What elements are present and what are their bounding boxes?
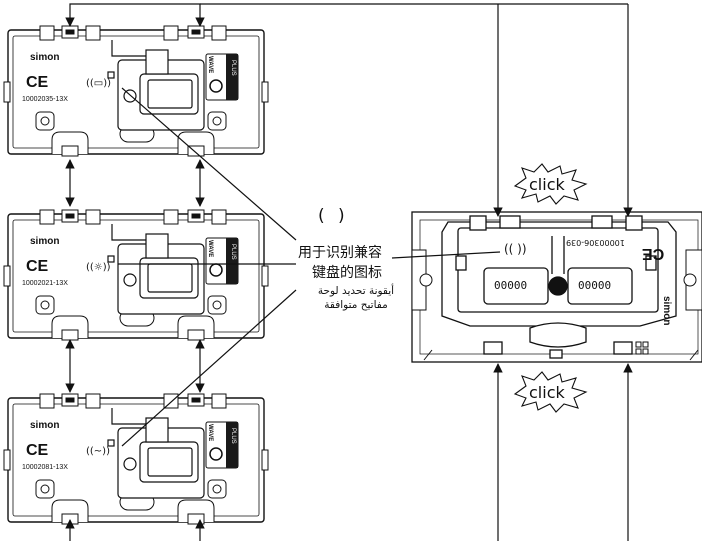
module-ce-mark: CE (26, 74, 49, 91)
module-badge-bottom: PLUS (230, 244, 236, 260)
keyboard-module-1 (3, 25, 269, 157)
base-wave-icon: (( )) (504, 242, 527, 256)
base-terminals-left: 00000 (494, 279, 528, 292)
base-ce-mark: CE (642, 245, 665, 262)
click-burst-top (513, 163, 588, 205)
module-brand: simon (30, 52, 60, 63)
top-clips (39, 209, 227, 225)
module-badge-top: WAVE (207, 240, 213, 258)
central-connector (107, 408, 205, 499)
module-wave-icon: ((~)) (86, 446, 110, 457)
module-ce-mark: CE (26, 442, 49, 459)
top-clips (39, 25, 227, 41)
module-code: 10002081-13X (22, 464, 68, 471)
base-terminals-right: 00000 (578, 279, 612, 292)
base-housing (441, 215, 677, 359)
base-code: 10000306-039 (566, 238, 625, 247)
module-code: 10002021-13X (22, 280, 68, 287)
chinese-label-line-1: 用于识别兼容 (298, 245, 382, 261)
wave-symbol-callout: ( ) (318, 206, 349, 226)
top-clips (39, 393, 227, 409)
base-brand: simon (661, 296, 672, 326)
module-code: 10002035-13X (22, 96, 68, 103)
module-badge-top: WAVE (207, 424, 213, 442)
module-badge-top: WAVE (207, 56, 213, 74)
chinese-label-line-2: 键盘的图标 (312, 265, 382, 281)
click-label-bottom: click (529, 383, 565, 402)
module-wave-icon: ((☼)) (86, 262, 111, 273)
click-label-top: click (529, 175, 565, 194)
central-connector (107, 40, 205, 131)
module-ce-mark: CE (26, 258, 49, 275)
keyboard-module-2 (3, 209, 269, 341)
bottom-clips (51, 315, 215, 341)
module-badge-bottom: PLUS (230, 428, 236, 444)
module-brand: simon (30, 420, 60, 431)
wave-plus-badge (205, 421, 239, 469)
module-brand: simon (30, 236, 60, 247)
central-connector (107, 224, 205, 315)
module-wave-icon: ((▭)) (86, 78, 112, 89)
click-burst-bottom (513, 371, 588, 413)
base-mechanism (411, 211, 702, 363)
keyboard-module-3 (3, 393, 269, 525)
wave-plus-badge (205, 237, 239, 285)
arabic-label-line-2: مفاتيح متوافقة (324, 299, 388, 311)
module-badge-bottom: PLUS (230, 60, 236, 76)
assembly-arrows (65, 3, 633, 541)
arabic-label-line-1: أيقونة تحديد لوحة (317, 285, 395, 297)
wave-plus-badge (205, 53, 239, 101)
bottom-clips (51, 499, 215, 525)
